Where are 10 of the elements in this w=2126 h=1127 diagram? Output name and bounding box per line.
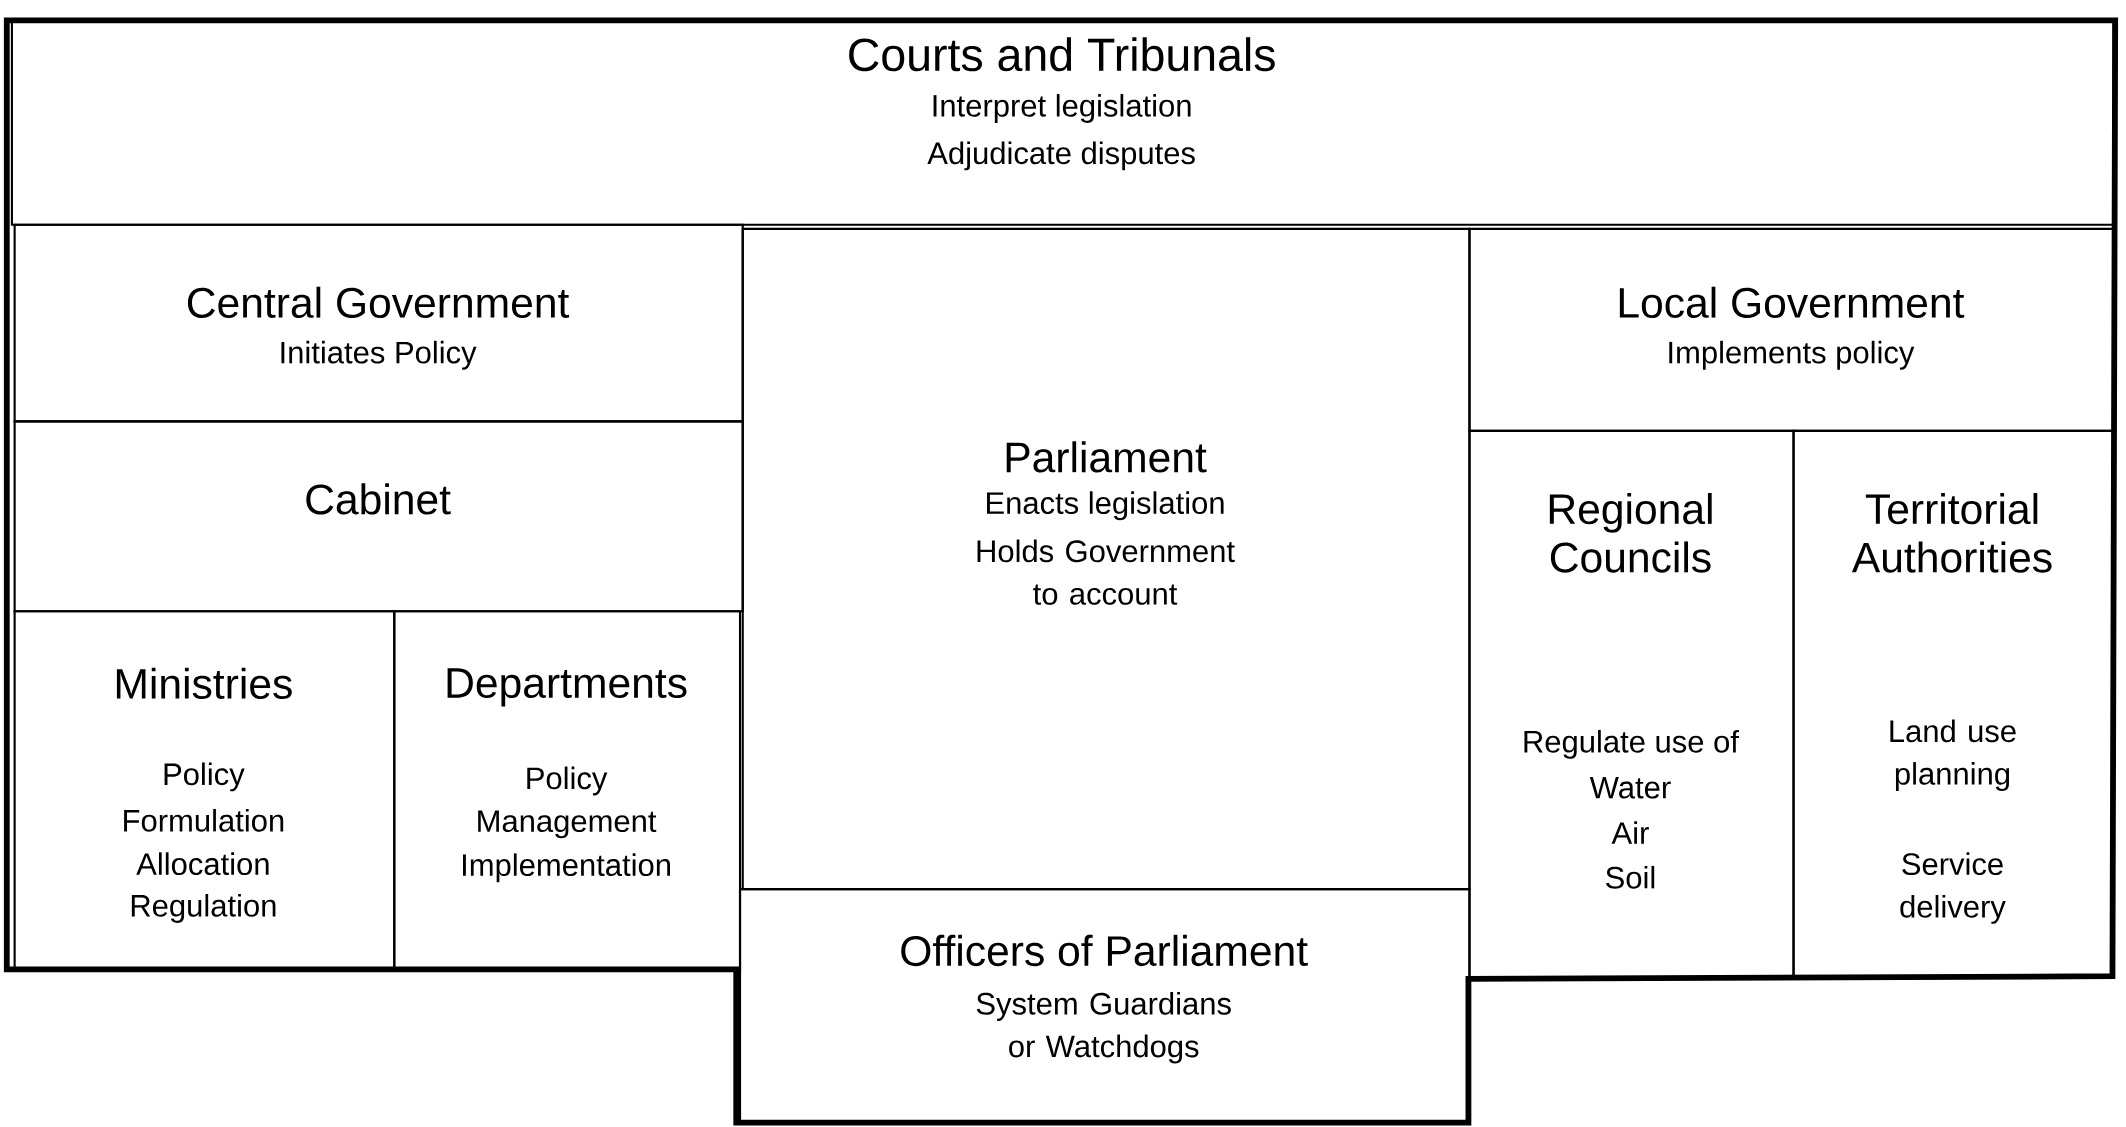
labeled-box: Central Government Initiates Policy [13,223,744,423]
labeled-box: Parliament Enacts legislation Holds Government to account [741,227,1471,891]
labeled-box: Local Government Implements policy [1468,227,2115,433]
labeled-box: Departments Policy Management Implementation [393,610,742,972]
labeled-box: Officers of Parliament System Guardians or Watchdogs [738,888,1471,1125]
labeled-box: Cabinet [13,420,744,613]
labeled-box: Ministries Policy Formulation Allocation Regulation [13,610,396,972]
labeled-box: Regional Councils Regulate use of Water Air Soil [1468,429,1795,979]
labeled-box: Territorial Authorities Land use planning Service delivery [1792,429,2115,979]
labeled-box: Courts and Tribunals Interpret legislation Adjudicate disputes [10,20,2115,226]
